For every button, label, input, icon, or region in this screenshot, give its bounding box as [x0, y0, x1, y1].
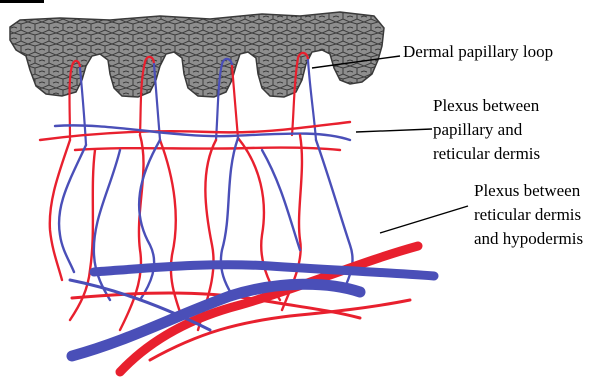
label-plexus-reticular-hypodermis: Plexus between reticular dermis and hypo… — [474, 179, 583, 251]
loop-3-venous — [232, 66, 238, 138]
corner-bar — [0, 0, 44, 3]
epidermis-layer — [10, 12, 384, 97]
label-line: reticular dermis — [433, 142, 540, 166]
leader-upper-plexus — [356, 129, 432, 132]
label-line: Plexus between — [474, 179, 583, 203]
label-line: reticular dermis — [474, 203, 583, 227]
label-dermal-papillary-loop: Dermal papillary loop — [403, 40, 553, 64]
label-line: and hypodermis — [474, 227, 583, 251]
deep-plexus — [70, 246, 434, 372]
label-line: papillary and — [433, 118, 540, 142]
loop-1-venous — [80, 68, 86, 145]
leader-lower-plexus — [380, 206, 468, 233]
upper-plexus-artery-2 — [75, 148, 340, 150]
label-line: Plexus between — [433, 94, 540, 118]
label-plexus-papillary-reticular: Plexus between papillary and reticular d… — [433, 94, 540, 166]
